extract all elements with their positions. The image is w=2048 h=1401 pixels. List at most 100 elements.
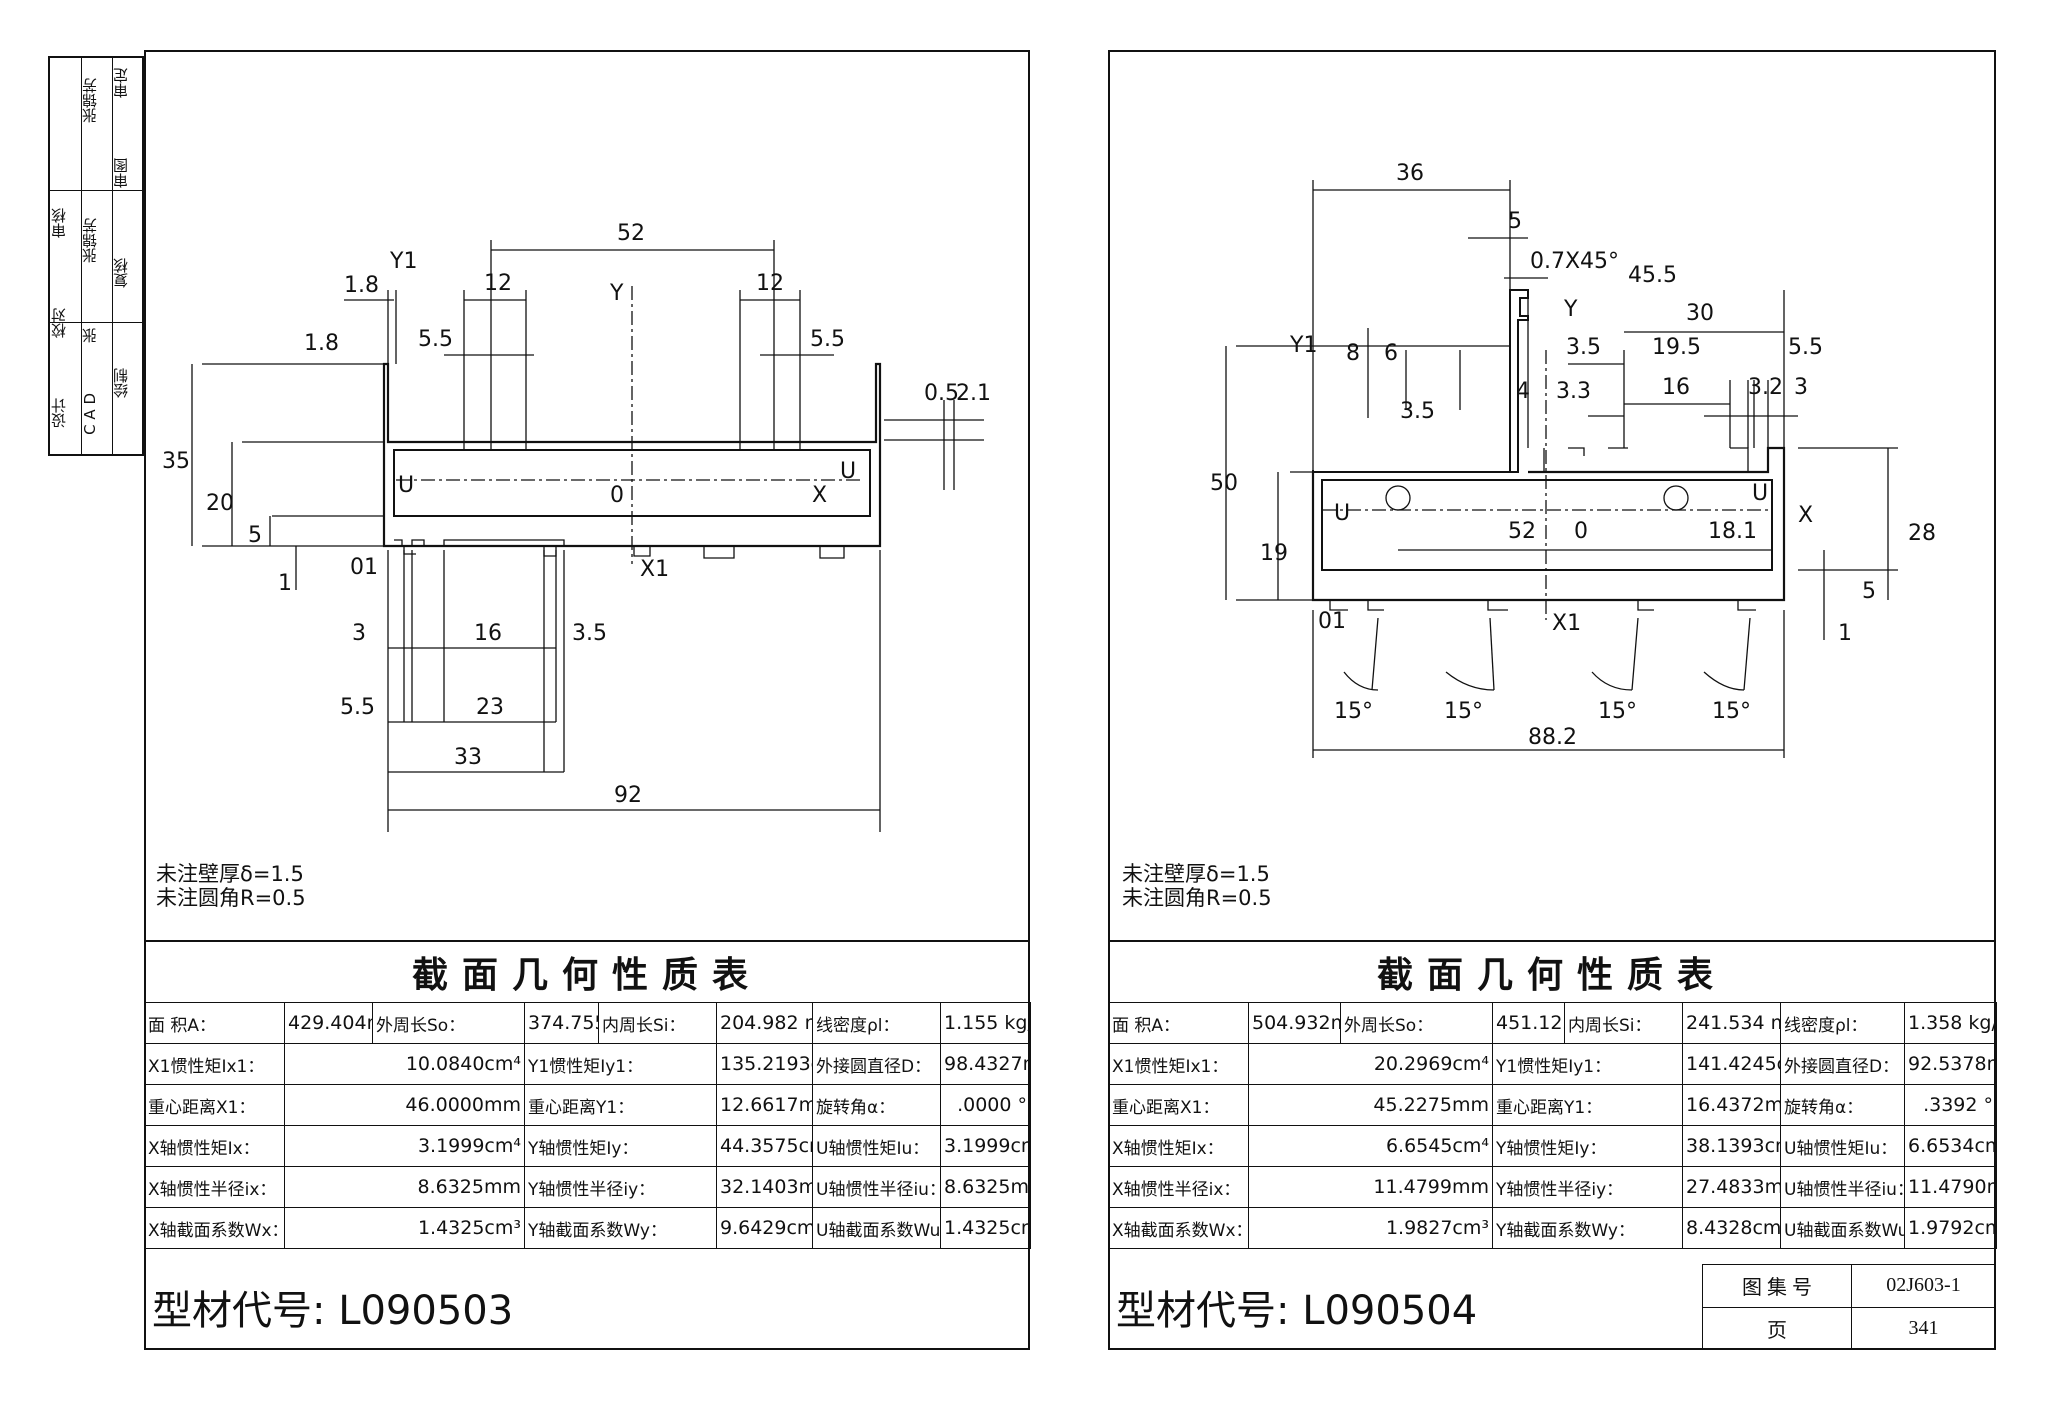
table-cell: 旋转角α：	[1780, 1084, 1905, 1126]
note-line: 未注圆角R=0.5	[156, 886, 306, 910]
dim-label: 3.2	[1748, 375, 1783, 400]
dim-label: 5	[1508, 209, 1522, 234]
table-cell: Y轴惯性矩Iy：	[1492, 1125, 1683, 1167]
stamp-column-3: 审定 审图 复核 绘制	[112, 58, 143, 454]
right-section-drawing: 36 5 0.7X45° 45.5 30 8 6 3.5 3.5 19.5 5.…	[1210, 161, 1936, 758]
table-cell: 外接圆直径D：	[1780, 1043, 1905, 1085]
table-cell: 6.6545cm⁴	[1248, 1125, 1493, 1167]
table-cell: 429.404mm²	[284, 1002, 373, 1044]
table-cell: Y轴截面系数Wy：	[524, 1207, 717, 1249]
dim-label: 3	[352, 621, 366, 646]
axis-label: 01	[1318, 609, 1346, 634]
note-line: 未注圆角R=0.5	[1122, 886, 1272, 910]
table-row: 面 积A： 504.932mm² 外周长So： 451.125mm 内周长Si：…	[1108, 1002, 1997, 1044]
table-cell: 旋转角α：	[812, 1084, 941, 1126]
dim-label: 8	[1346, 341, 1360, 366]
table-cell: U轴惯性矩Iu：	[812, 1125, 941, 1167]
atlas-label: 图 集 号	[1702, 1264, 1852, 1308]
table-cell: 9.6429cm³	[716, 1207, 813, 1249]
axis-label: X1	[1552, 611, 1581, 636]
table-cell: 44.3575cm⁴	[716, 1125, 813, 1167]
table-cell: Y轴截面系数Wy：	[1492, 1207, 1683, 1249]
dim-label: 16	[474, 621, 502, 646]
dim-label: 92	[614, 783, 642, 808]
table-cell: 8.6325mm	[284, 1166, 525, 1208]
table-cell: 11.4799mm	[1248, 1166, 1493, 1208]
table-cell: 1.155 kg/m	[940, 1002, 1031, 1044]
note-line: 未注壁厚δ=1.5	[156, 862, 304, 886]
table-cell: 3.1999cm⁴	[284, 1125, 525, 1167]
dim-label: 1	[278, 571, 292, 596]
dim-label: 28	[1908, 521, 1936, 546]
divider	[144, 940, 1030, 942]
axis-label: X1	[640, 557, 669, 582]
dim-label: 5.5	[1788, 335, 1823, 360]
table-cell: 3.1999cm⁴	[940, 1125, 1031, 1167]
table-row: X轴惯性半径ix： 11.4799mm Y轴惯性半径iy： 27.4833mm …	[1108, 1166, 1997, 1208]
table-cell: 面 积A：	[1108, 1002, 1249, 1044]
dim-label: 1.8	[344, 273, 379, 298]
table-cell: U轴惯性半径iu：	[1780, 1166, 1905, 1208]
axis-label: Y1	[1289, 333, 1317, 358]
axis-label: U	[840, 459, 856, 484]
angle-label: 15°	[1598, 699, 1637, 724]
axis-label: 0	[610, 483, 624, 508]
table-cell: 46.0000mm	[284, 1084, 525, 1126]
stamp-cell: 审定	[112, 68, 130, 98]
table-cell: 线密度ρl：	[1780, 1002, 1905, 1044]
stamp-cell: 张	[81, 328, 99, 343]
axis-label: U	[398, 473, 414, 498]
table-cell: 重心距离Y1：	[1492, 1084, 1683, 1126]
stamp-cell: 张锦芳	[81, 78, 99, 123]
table-cell: 1.4325cm³	[940, 1207, 1031, 1249]
table-cell: Y轴惯性半径iy：	[1492, 1166, 1683, 1208]
table-cell: 32.1403mm	[716, 1166, 813, 1208]
right-table-title: 截面几何性质表	[1376, 954, 1727, 996]
table-cell: 内周长Si：	[598, 1002, 717, 1044]
table-cell: 451.125mm	[1492, 1002, 1565, 1044]
title-block: 图 集 号 02J603-1 页 341	[1702, 1264, 1996, 1350]
dim-label: 45.5	[1628, 263, 1677, 288]
table-cell: 12.6617mm	[716, 1084, 813, 1126]
dim-label: 88.2	[1528, 725, 1577, 750]
axis-label: 01	[350, 555, 378, 580]
page-number: 341	[1851, 1306, 1996, 1350]
table-row: X轴惯性矩Ix： 6.6545cm⁴ Y轴惯性矩Iy： 38.1393cm⁴ U…	[1108, 1125, 1997, 1167]
right-sheet	[1108, 50, 1996, 1350]
dim-label: 4	[1516, 379, 1530, 404]
table-row: X轴截面系数Wx： 1.4325cm³ Y轴截面系数Wy： 9.6429cm³ …	[144, 1207, 1031, 1249]
stamp-cell: 绘制	[112, 368, 130, 398]
dim-label: 1.8	[304, 331, 339, 356]
table-cell: 16.4372mm	[1682, 1084, 1781, 1126]
stamp-cell: 审图	[112, 158, 130, 188]
table-cell: 1.9827cm³	[1248, 1207, 1493, 1249]
dim-label: 1	[1838, 621, 1852, 646]
table-cell: 374.755mm	[524, 1002, 599, 1044]
stamp-cell: 张锦芳	[81, 218, 99, 263]
table-cell: 内周长Si：	[1564, 1002, 1683, 1044]
table-cell: X轴惯性半径ix：	[144, 1166, 285, 1208]
table-row: X1惯性矩Ix1： 20.2969cm⁴ Y1惯性矩Iy1： 141.4245c…	[1108, 1043, 1997, 1085]
dim-label: 6	[1384, 341, 1398, 366]
stamp-column-1: 审核 校对 设计	[50, 58, 82, 454]
axis-label: Y	[1563, 297, 1578, 322]
table-cell: U轴惯性矩Iu：	[1780, 1125, 1905, 1167]
table-row: 页 341	[1702, 1306, 1996, 1350]
dim-label: 16	[1662, 375, 1690, 400]
dim-label: 35	[162, 449, 190, 474]
dim-label: 5.5	[810, 327, 845, 352]
atlas-number: 02J603-1	[1851, 1264, 1996, 1308]
table-cell: 98.4327mm	[940, 1043, 1031, 1085]
table-cell: 20.2969cm⁴	[1248, 1043, 1493, 1085]
dim-label: 3.5	[572, 621, 607, 646]
stamp-cell: 审核	[50, 208, 68, 238]
dim-label: 5	[1862, 579, 1876, 604]
axis-label: U	[1752, 481, 1768, 506]
left-notes: 未注壁厚δ=1.5 未注圆角R=0.5	[156, 862, 306, 910]
stamp-cell: 复核	[112, 258, 130, 288]
stamp-cell: 设计	[50, 398, 68, 428]
dim-label: 5.5	[418, 327, 453, 352]
dim-label: 20	[206, 491, 234, 516]
divider	[1108, 940, 1996, 942]
table-cell: X1惯性矩Ix1：	[1108, 1043, 1249, 1085]
